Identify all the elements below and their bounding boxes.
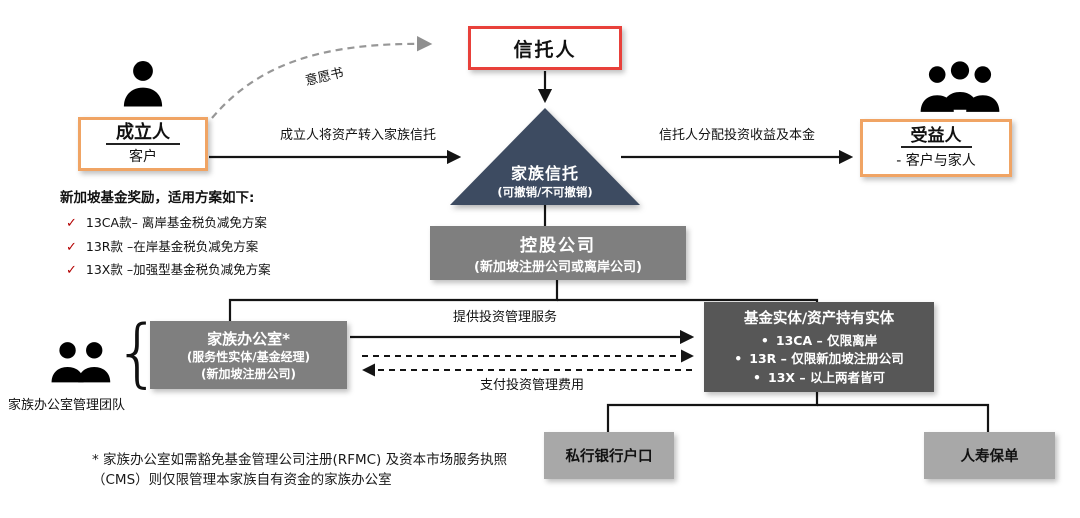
node-beneficiary: 受益人 - 客户与家人 [860, 119, 1012, 177]
settlor-title: 成立人 [106, 122, 180, 146]
node-life-insurance: 人寿保单 [924, 432, 1055, 479]
settlor-subtitle: 客户 [129, 149, 157, 166]
edge-label-distribution: 信托人分配投资收益及本金 [658, 128, 815, 143]
incentives-panel: 新加坡基金奖励，适用方案如下: ✓ 13CA款– 离岸基金税负减免方案 ✓ 13… [60, 186, 350, 283]
holding-company-title: 控股公司 [520, 236, 596, 256]
trustee-label: 信托人 [513, 38, 577, 61]
fund-bullet-text: 13R – 仅限新加坡注册公司 [749, 351, 904, 367]
private-bank-label: 私行银行户口 [565, 449, 653, 465]
edge-label-transfer-assets: 成立人将资产转入家族信托 [279, 128, 436, 143]
team-label: 家族办公室管理团队 [8, 398, 126, 413]
fund-bullet-item: • 13CA – 仅限离岸 [761, 332, 877, 350]
bullet-icon: • [734, 351, 743, 367]
family-office-line3: (新加坡注册公司) [201, 366, 296, 381]
edge-label-pay-fees: 支付投资管理费用 [479, 378, 584, 393]
family-trust-subtitle: (可撤销/不可撤销) [497, 185, 593, 199]
incentive-item: ✓ 13CA款– 离岸基金税负减免方案 [60, 212, 350, 231]
family-trust-triangle: 家族信托 (可撤销/不可撤销) [450, 108, 640, 205]
team-people-icon [48, 334, 112, 388]
incentive-item: ✓ 13R款 –在岸基金税负减免方案 [60, 236, 350, 255]
node-holding-company: 控股公司 (新加坡注册公司或离岸公司) [430, 226, 686, 280]
beneficiary-group-icon [918, 58, 1002, 116]
beneficiary-subtitle: - 客户与家人 [896, 153, 976, 170]
node-family-office: 家族办公室* (服务性实体/基金经理) (新加坡注册公司) [150, 321, 347, 389]
beneficiary-title: 受益人 [900, 126, 972, 149]
family-office-title: 家族办公室* [207, 330, 290, 349]
node-trustee: 信托人 [468, 26, 622, 70]
check-icon: ✓ [66, 239, 77, 255]
incentive-item: ✓ 13X款 –加强型基金税负减免方案 [60, 259, 350, 278]
fund-bullet-text: 13CA – 仅限离岸 [775, 333, 878, 349]
footnote: * 家族办公室如需豁免基金管理公司注册(RFMC) 及资本市场服务执照（CMS）… [92, 452, 508, 489]
check-icon: ✓ [66, 216, 77, 231]
settlor-person-icon [116, 54, 170, 114]
bullet-icon: • [760, 333, 769, 349]
family-office-line2: (服务性实体/基金经理) [186, 350, 311, 365]
node-private-bank: 私行银行户口 [544, 432, 674, 479]
incentive-text: 13R款 –在岸基金税负减免方案 [85, 238, 259, 254]
node-fund-entity: 基金实体/资产持有实体 • 13CA – 仅限离岸 • 13R – 仅限新加坡注… [704, 302, 934, 392]
fund-bullet-item: • 13R – 仅限新加坡注册公司 [734, 350, 903, 368]
incentive-text: 13CA款– 离岸基金税负减免方案 [85, 215, 267, 230]
edge-label-provide-services: 提供投资管理服务 [452, 310, 557, 325]
node-settlor: 成立人 客户 [78, 117, 208, 171]
incentives-title: 新加坡基金奖励，适用方案如下: [60, 190, 255, 206]
family-trust-title: 家族信托 [510, 164, 579, 183]
fund-entity-title: 基金实体/资产持有实体 [743, 311, 895, 328]
life-insurance-label: 人寿保单 [960, 449, 1019, 465]
fund-bullet-item: • 13X – 以上两者皆可 [753, 369, 885, 387]
check-icon: ✓ [66, 263, 77, 278]
fund-bullet-text: 13X – 以上两者皆可 [768, 369, 885, 385]
brace-icon: { [114, 310, 162, 396]
holding-company-subtitle: (新加坡注册公司或离岸公司) [474, 260, 642, 275]
incentive-text: 13X款 –加强型基金税负减免方案 [85, 262, 271, 277]
bullet-icon: • [753, 369, 761, 385]
